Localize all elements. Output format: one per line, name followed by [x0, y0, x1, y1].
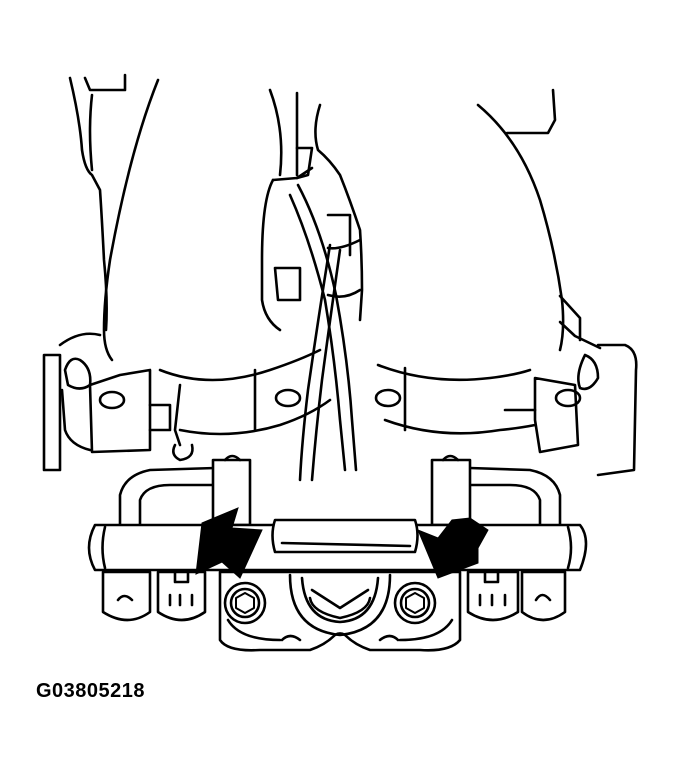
right-mount-block [374, 343, 638, 477]
fuel-line-tubes [288, 183, 358, 482]
right-lower-fittings [466, 570, 567, 622]
right-intake-runner [476, 88, 602, 352]
figure-id-caption: G03805218 [36, 680, 146, 702]
right-callout-arrow-icon [417, 517, 489, 579]
center-column [260, 91, 364, 332]
left-mount-block [42, 332, 332, 472]
left-callout-arrow-icon [195, 507, 263, 579]
left-bolt [223, 581, 267, 625]
left-lower-fittings [101, 570, 207, 622]
fuel-rail [87, 518, 588, 572]
lower-pipe-loops [118, 466, 562, 532]
left-housing [68, 73, 127, 332]
left-intake-runner [102, 78, 283, 362]
injector-clamps [211, 454, 472, 527]
right-bolt [393, 581, 437, 625]
